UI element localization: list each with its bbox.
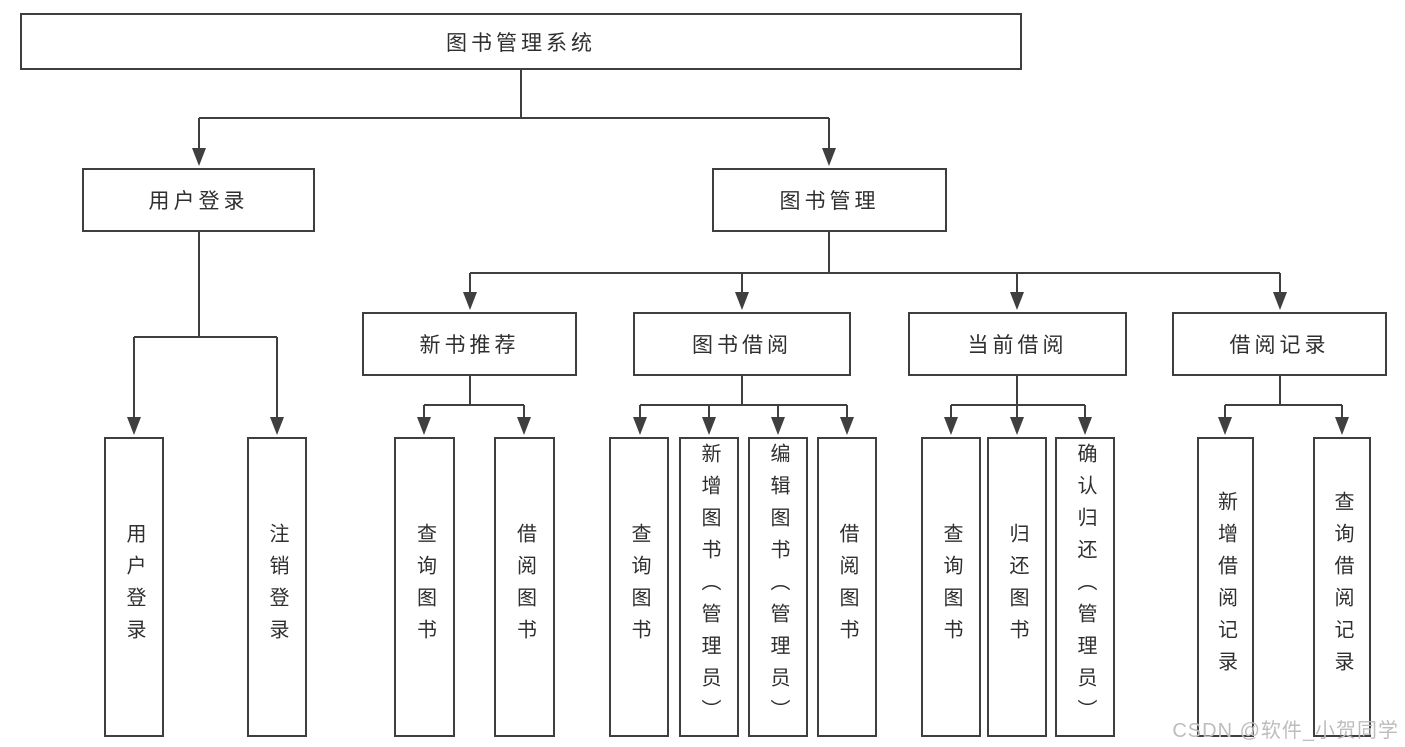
node-book-borrowing: 图书借阅 [633, 312, 851, 376]
leaf-recommend-borrow-books: 借阅图书 [494, 437, 555, 737]
node-user-login: 用户登录 [82, 168, 315, 232]
leaf-borrowing-query-books: 查询图书 [609, 437, 669, 737]
watermark: CSDN @软件_小贺同学 [1172, 720, 1399, 742]
leaf-logout: 注销登录 [247, 437, 307, 737]
leaf-add-borrow-record: 新增借阅记录 [1197, 437, 1254, 737]
node-library-system: 图书管理系统 [20, 13, 1022, 70]
node-new-book-recommend: 新书推荐 [362, 312, 577, 376]
connector-paths [133, 70, 1343, 419]
node-borrowing-records: 借阅记录 [1172, 312, 1387, 376]
leaf-borrowing-borrow-books: 借阅图书 [817, 437, 877, 737]
leaf-confirm-return-admin: 确认归还（管理员） [1055, 437, 1115, 737]
node-book-management: 图书管理 [712, 168, 947, 232]
leaf-edit-books-admin: 编辑图书（管理员） [748, 437, 808, 737]
node-current-borrowing: 当前借阅 [908, 312, 1127, 376]
leaf-query-borrow-record: 查询借阅记录 [1313, 437, 1371, 737]
leaf-user-login: 用户登录 [104, 437, 164, 737]
leaf-add-books-admin: 新增图书（管理员） [679, 437, 739, 737]
leaf-recommend-query-books: 查询图书 [394, 437, 455, 737]
leaf-current-query-books: 查询图书 [921, 437, 981, 737]
leaf-return-books: 归还图书 [987, 437, 1047, 737]
arrowheads [127, 148, 1349, 435]
